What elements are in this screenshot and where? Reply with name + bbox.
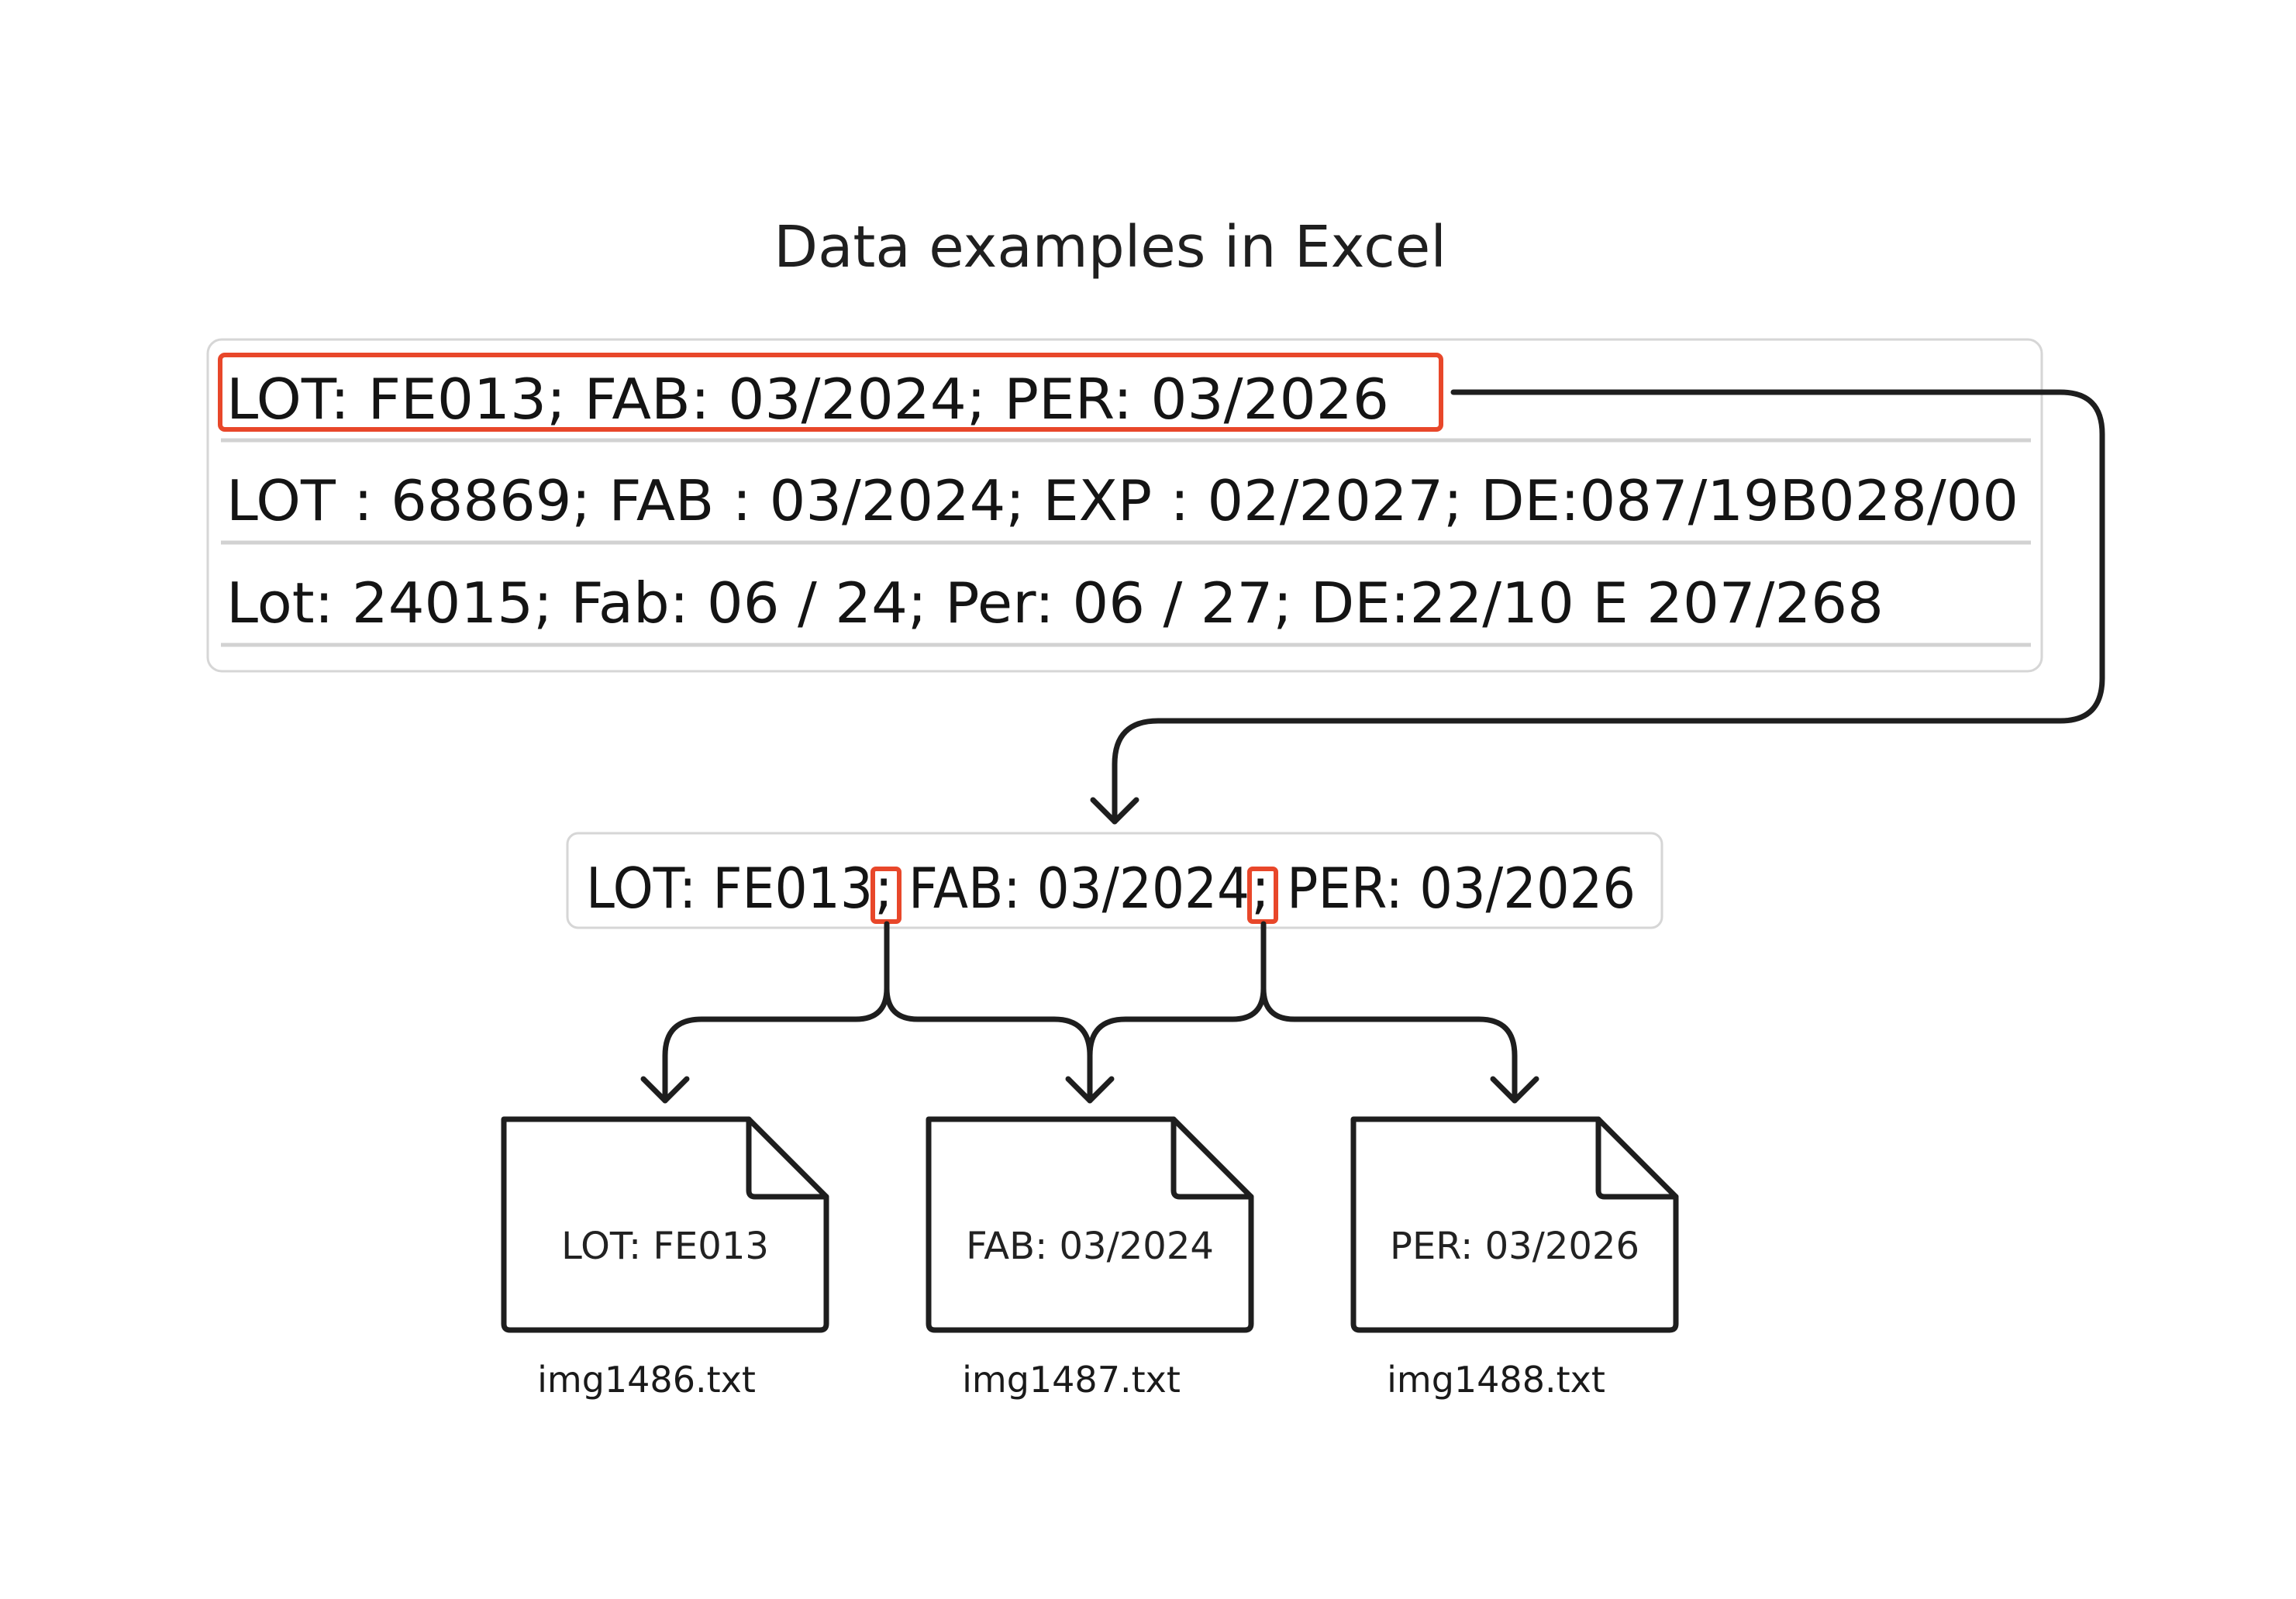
arrowhead xyxy=(1090,797,1139,825)
split-separator-2: ; xyxy=(1251,856,1270,921)
connector-sep2-to-file2 xyxy=(1087,921,1267,1059)
connector-sep1-to-file2 xyxy=(884,985,1093,1104)
document-icon xyxy=(501,1116,829,1333)
excel-panel-frame xyxy=(206,338,2043,673)
file-content: PER: 03/2026 xyxy=(1390,1225,1639,1268)
arrowhead xyxy=(640,1076,690,1104)
arrowhead xyxy=(1490,1076,1539,1104)
file-2: FAB: 03/2024 img1487.txt xyxy=(926,1116,1254,1401)
arrowhead xyxy=(1065,1076,1115,1104)
file-content: FAB: 03/2024 xyxy=(966,1225,1214,1268)
split-row-frame xyxy=(566,832,1663,929)
document-icon xyxy=(1350,1116,1679,1333)
excel-row-3: Lot: 24015; Fab: 06 / 24; Per: 06 / 27; … xyxy=(226,570,1884,636)
file-1: LOT: FE013 img1486.txt xyxy=(501,1116,829,1401)
file-3: PER: 03/2026 img1488.txt xyxy=(1350,1116,1679,1401)
connector-row-to-split xyxy=(1112,389,2105,825)
file-name: img1488.txt xyxy=(1387,1359,1605,1401)
split-row: LOT: FE013 ; FAB: 03/2024 ; PER: 03/2026 xyxy=(566,832,1663,929)
split-part-fab: FAB: 03/2024 xyxy=(908,856,1250,921)
page-fold xyxy=(1595,1116,1679,1200)
excel-row-2: LOT : 68869; FAB : 03/2024; EXP : 02/202… xyxy=(226,468,2018,533)
page-fold xyxy=(1170,1116,1254,1200)
split-part-lot: LOT: FE013 xyxy=(586,856,873,921)
split-connectors xyxy=(640,921,1539,1104)
file-content: LOT: FE013 xyxy=(561,1225,769,1268)
connector-sep2-to-file3 xyxy=(1260,985,1518,1104)
selected-row-highlight xyxy=(218,353,1443,432)
connector-sep1-to-file1 xyxy=(662,921,890,1104)
excel-panel: LOT: FE013; FAB: 03/2024; PER: 03/2026 L… xyxy=(206,338,2043,673)
split-separator-1: ; xyxy=(874,856,893,921)
file-name: img1487.txt xyxy=(962,1359,1181,1401)
document-icon xyxy=(926,1116,1254,1333)
split-part-per: PER: 03/2026 xyxy=(1287,856,1636,921)
file-name: img1486.txt xyxy=(537,1359,756,1401)
diagram-title: Data examples in Excel xyxy=(774,214,1446,281)
excel-row-1: LOT: FE013; FAB: 03/2024; PER: 03/2026 xyxy=(226,367,1389,432)
page-fold xyxy=(746,1116,829,1200)
